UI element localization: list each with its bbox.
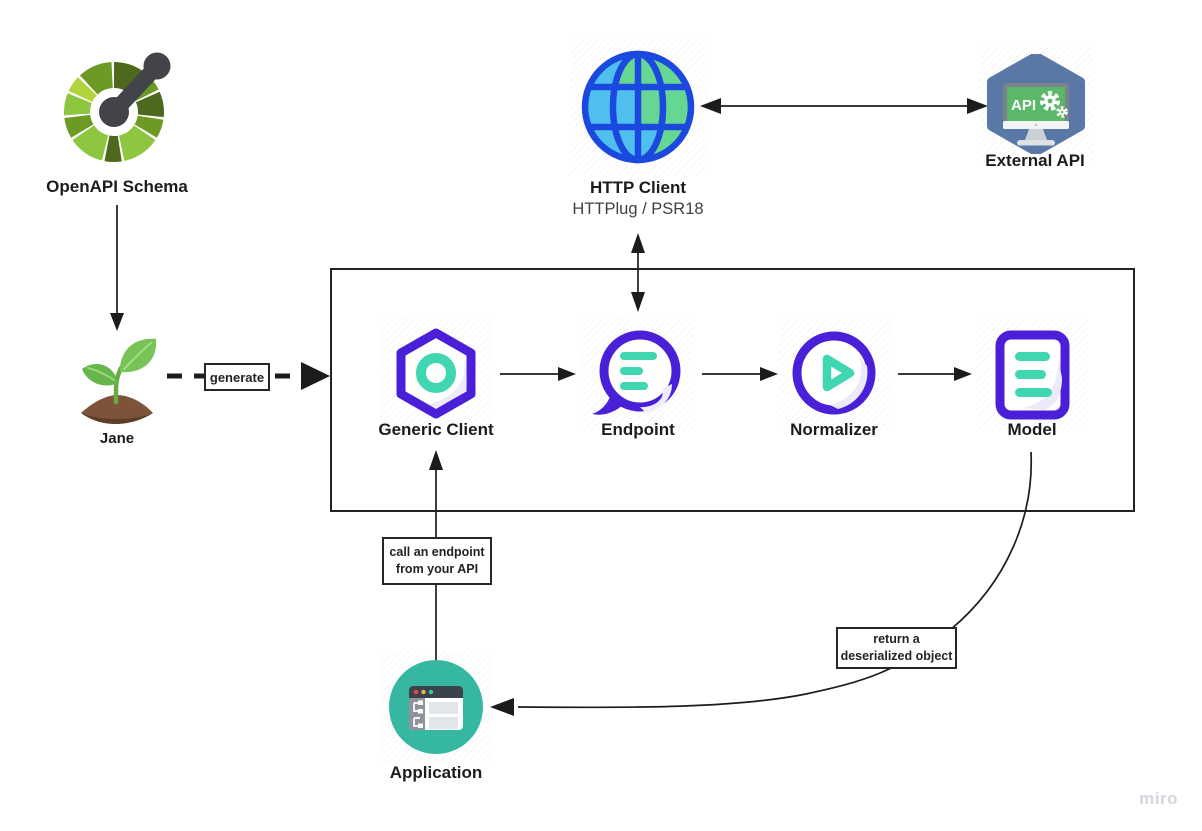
model-node[interactable] [976, 318, 1088, 430]
http-client-label: HTTP Client [589, 178, 687, 197]
generate-edge-label[interactable]: generate [204, 363, 270, 391]
http-client-node[interactable] [570, 39, 706, 175]
endpoint-label: Endpoint [601, 420, 675, 439]
normalizer-node[interactable] [778, 318, 890, 430]
external-api-screen-text: API [1011, 97, 1036, 114]
browser-window-icon [389, 660, 483, 754]
normalizer-label: Normalizer [790, 420, 878, 439]
globe-icon [581, 50, 695, 164]
application-node[interactable] [380, 651, 492, 763]
pipeline-container-box[interactable] [330, 268, 1135, 512]
generic-client-node[interactable] [380, 318, 492, 430]
http-client-sublabel: HTTPlug / PSR18 [572, 200, 704, 218]
miro-watermark: miro [1139, 789, 1178, 808]
jane-node[interactable] [71, 330, 163, 430]
external-api-label: External API [985, 151, 1085, 170]
play-circle-icon [792, 331, 876, 415]
call-endpoint-edge-label[interactable]: call an endpoint from your API [382, 537, 492, 585]
external-api-icon: API [987, 54, 1085, 154]
endpoint-node[interactable] [582, 318, 694, 430]
jane-label: Jane [99, 430, 135, 447]
external-api-node[interactable]: API [978, 46, 1094, 162]
speech-bubble-icon [592, 330, 681, 415]
openapi-schema-label: OpenAPI Schema [46, 177, 188, 196]
return-object-edge-label[interactable]: return a deserialized object [836, 627, 957, 669]
arrow-model-application [517, 451, 1033, 709]
seedling-icon [81, 338, 157, 424]
generic-client-label: Generic Client [378, 420, 494, 439]
hexagon-icon [396, 328, 476, 419]
model-label: Model [1007, 420, 1057, 439]
document-icon [995, 330, 1070, 420]
openapi-schema-node[interactable] [56, 50, 174, 168]
application-label: Application [389, 763, 483, 782]
openapi-logo-icon [64, 52, 171, 162]
